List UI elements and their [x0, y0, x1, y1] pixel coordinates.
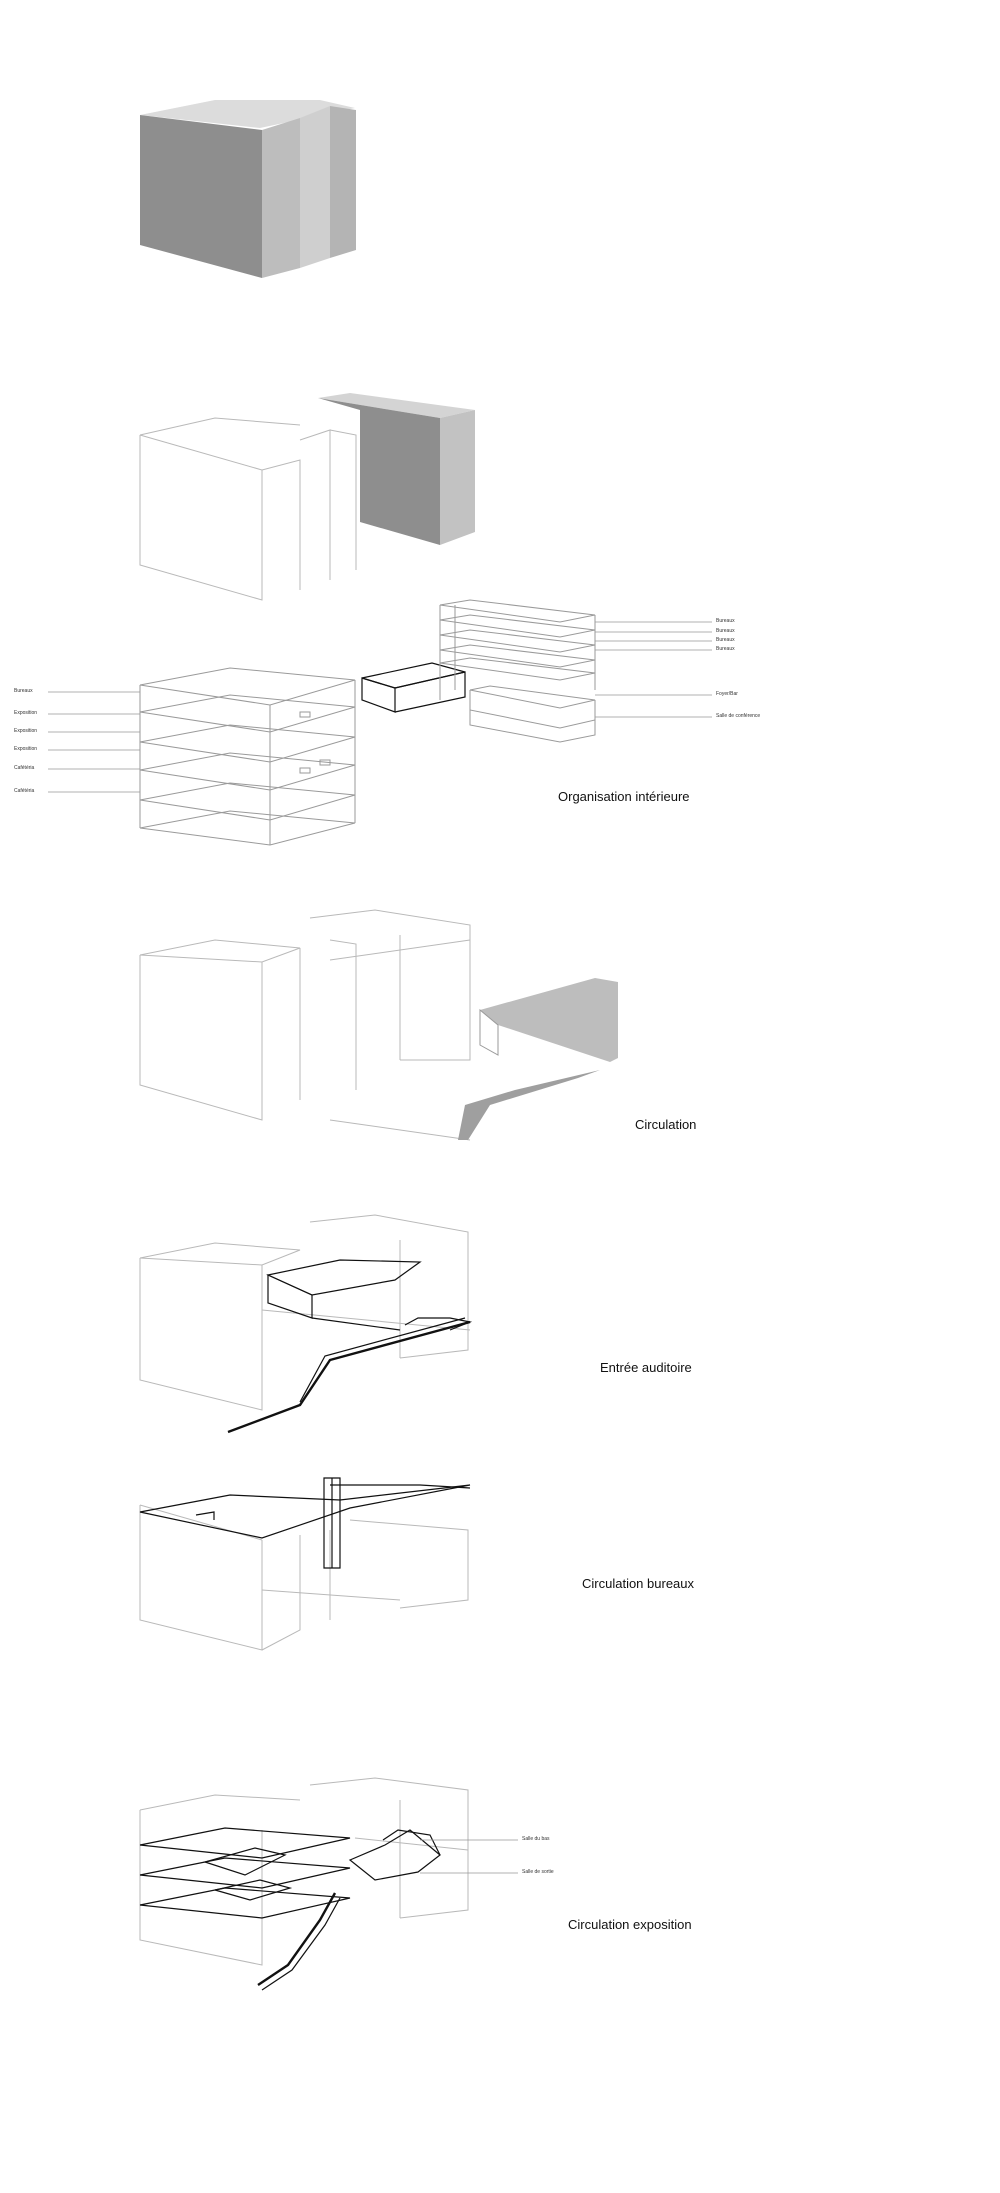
massing-extension: [139, 393, 475, 601]
massing-block-solid: [140, 100, 356, 278]
tower-label: Foyer/Bar: [716, 691, 738, 697]
caption-circulation: Circulation: [635, 1117, 697, 1132]
circulation-volumes: [139, 909, 618, 1141]
tower-label: Bureaux: [716, 637, 735, 643]
caption-circulation-bureaux: Circulation bureaux: [582, 1576, 695, 1591]
floor-label: Exposition: [14, 710, 38, 716]
tower-label: Bureaux: [716, 646, 735, 652]
floor-label: Exposition: [14, 746, 38, 752]
tower-label: Bureaux: [716, 628, 735, 634]
auditorium-entry: [139, 1214, 473, 1434]
caption-entree-auditoire: Entrée auditoire: [600, 1360, 692, 1375]
caption-circulation-exposition: Circulation exposition: [568, 1917, 692, 1932]
exhibition-circulation: [139, 1777, 518, 1991]
tower-label: Bureaux: [716, 618, 735, 624]
office-circulation: [139, 1477, 471, 1651]
expo-label: Salle de sortie: [522, 1869, 554, 1875]
caption-organisation-interieure: Organisation intérieure: [558, 789, 690, 804]
floor-label: Bureaux: [14, 688, 33, 694]
floor-label: Cafétéria: [14, 788, 35, 794]
floor-label: Exposition: [14, 728, 38, 734]
expo-label: Salle du bas: [522, 1836, 550, 1842]
tower-label: Salle de conférence: [716, 713, 761, 719]
floor-label: Cafétéria: [14, 765, 35, 771]
exploded-floors: [48, 599, 712, 846]
